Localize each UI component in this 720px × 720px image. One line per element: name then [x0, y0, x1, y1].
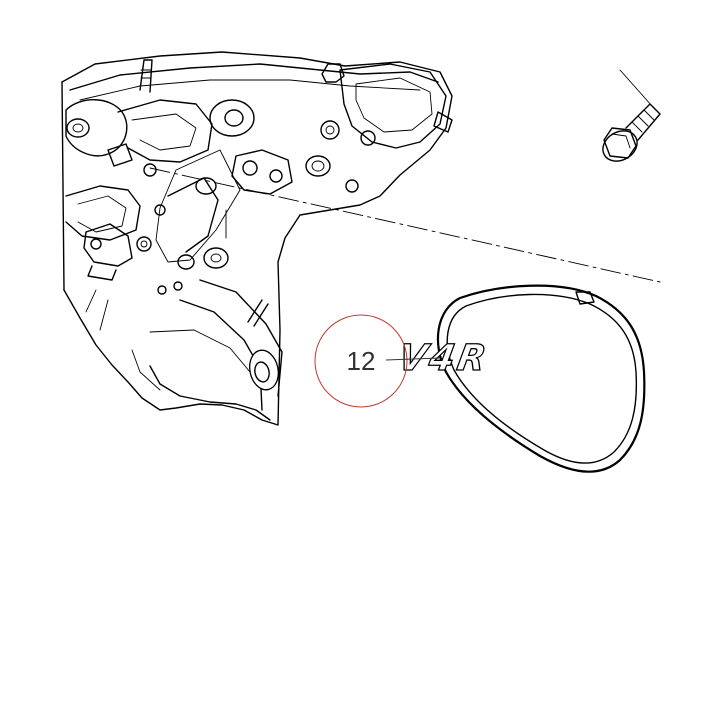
alignment-leader-line: [149, 167, 661, 283]
callout-circle: [314, 314, 408, 408]
bolt-part: [602, 69, 661, 162]
callout-12[interactable]: 12: [314, 314, 441, 408]
cover-part: V4R: [395, 284, 646, 473]
callout-leader: [385, 357, 441, 361]
callout-number: 12: [347, 346, 376, 376]
engine-block: [61, 51, 453, 426]
cover-logo: V4R: [395, 336, 492, 379]
